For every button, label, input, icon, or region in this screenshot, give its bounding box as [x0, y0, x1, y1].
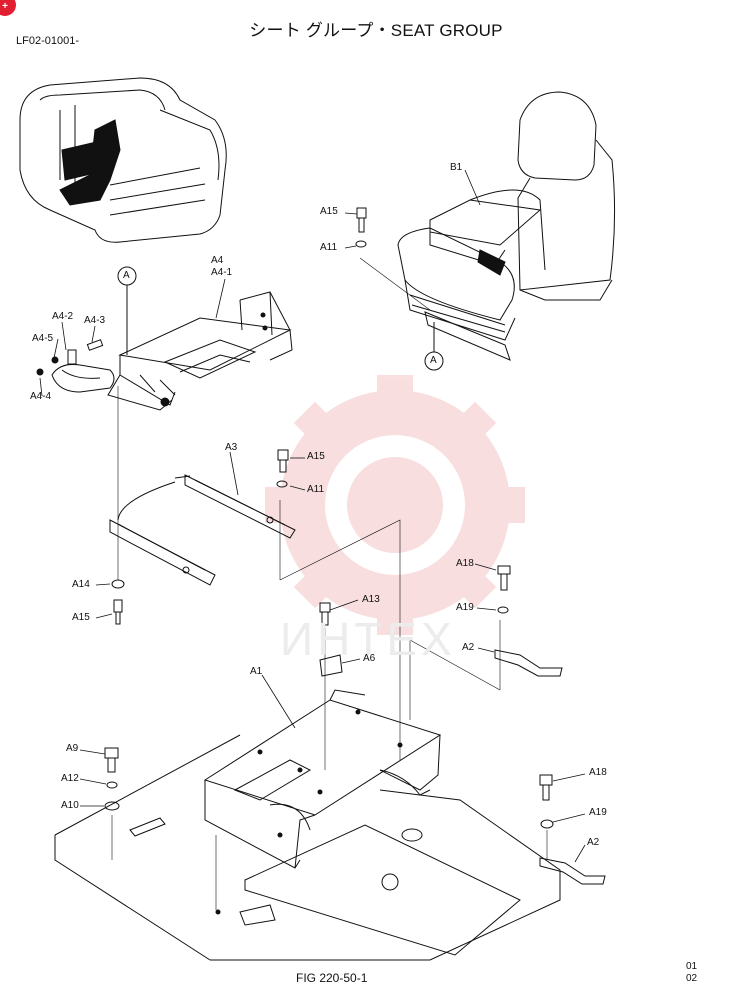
- label-a4: A4: [211, 255, 224, 266]
- page-title: シート グループ・SEAT GROUP: [249, 21, 503, 40]
- page-number-a: 01: [686, 961, 698, 972]
- label-a11-mid: A11: [307, 484, 325, 495]
- label-a11-top: A11: [320, 242, 338, 253]
- cab-floor-plate: [54, 734, 561, 961]
- label-a15-low: A15: [72, 612, 90, 623]
- latch-assembly: [36, 339, 115, 393]
- label-a12: A12: [61, 773, 79, 784]
- label-a15-top: A15: [320, 206, 338, 217]
- seat-stand-frame: [203, 689, 442, 869]
- label-b1: B1: [450, 162, 463, 173]
- seat-slide-rail: [109, 474, 296, 586]
- label-a4-4: A4-4: [30, 391, 52, 402]
- label-a19-top: A19: [456, 602, 474, 613]
- label-a4-3: A4-3: [84, 315, 106, 326]
- watermark-text: ИНТЕХ: [280, 613, 456, 665]
- document-code: LF02-01001-: [16, 35, 79, 47]
- callout-circle-icon: [117, 266, 444, 371]
- page-number-b: 02: [686, 973, 698, 984]
- label-a10: A10: [61, 800, 79, 811]
- label-a4-1: A4-1: [211, 267, 233, 278]
- label-a4-2: A4-2: [52, 311, 74, 322]
- figure-number: FIG 220-50-1: [296, 971, 368, 985]
- operator-seat: [397, 91, 616, 361]
- label-a1: A1: [250, 666, 263, 677]
- page-indicator: 01 02: [686, 961, 697, 985]
- side-brackets: [494, 649, 606, 885]
- label-a13: A13: [362, 594, 380, 605]
- seat-support-plate: [107, 291, 293, 411]
- watermark-gear-icon: [265, 375, 525, 635]
- label-a14: A14: [72, 579, 90, 590]
- fasteners: [104, 207, 554, 829]
- corner-badge: +: [0, 0, 16, 16]
- label-a18-top: A18: [456, 558, 474, 569]
- leader-lines: [39, 169, 586, 863]
- label-a2-top: A2: [462, 642, 475, 653]
- view-a-label-top: A: [123, 270, 130, 281]
- label-a2-low: A2: [587, 837, 600, 848]
- label-a15-mid: A15: [307, 451, 325, 462]
- label-a6: A6: [363, 653, 376, 664]
- view-a-label-seat: A: [430, 355, 437, 366]
- label-a9: A9: [66, 743, 79, 754]
- label-a3: A3: [225, 442, 238, 453]
- alignment-lines: [111, 257, 548, 910]
- label-a18-low: A18: [589, 767, 607, 778]
- cab-key-view: [19, 77, 227, 243]
- label-a19-low: A19: [589, 807, 607, 818]
- label-a4-5: A4-5: [32, 333, 54, 344]
